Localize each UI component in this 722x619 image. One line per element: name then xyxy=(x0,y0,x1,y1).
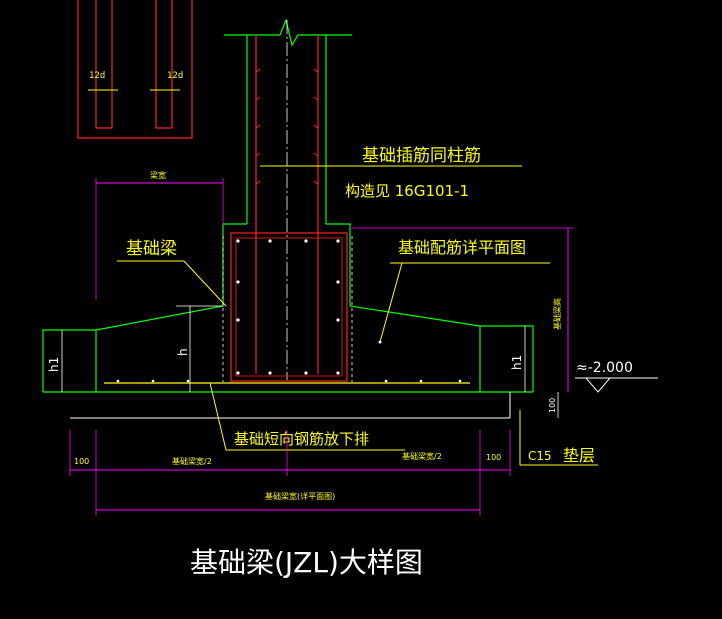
column-break-line xyxy=(224,18,352,47)
dim-h-left-label: h xyxy=(176,348,190,356)
column-dowel-label: 基础插筋同柱筋 xyxy=(362,146,481,166)
beam-longitudinal-bars xyxy=(236,239,340,375)
column-stirrup-ticks xyxy=(255,68,319,185)
annotations: 基础插筋同柱筋 构造见 16G101-1 基础梁 基础配筋详平面图 基础短向钢筋… xyxy=(117,146,658,466)
elevation-marker xyxy=(585,377,611,393)
short-bar-leader xyxy=(209,382,227,451)
lap-label-b: 12d xyxy=(167,71,183,81)
dim-half-left-label: 基础梁宽/2 xyxy=(172,456,212,466)
beam-section xyxy=(104,232,470,384)
dim-h1-right-label: h1 xyxy=(510,355,524,370)
dim-cushion-label: 100 xyxy=(548,398,557,413)
construction-ref-label: 构造见 16G101-1 xyxy=(345,182,469,200)
column xyxy=(224,18,352,380)
short-bar-label: 基础短向钢筋放下排 xyxy=(234,430,369,448)
beam-stirrup-outer xyxy=(230,232,348,382)
rebar-detail-leader-dot xyxy=(378,340,382,344)
lap-bar-left xyxy=(95,0,113,129)
foundation-beam-leader xyxy=(183,260,227,307)
dimensions: 梁宽 基础梁高 h1 h h1 100 100 基础梁宽/2 基础梁宽/2 10… xyxy=(47,170,574,516)
drawing-title: 基础梁(JZL)大样图 xyxy=(190,546,423,579)
footing-left-slope xyxy=(42,223,247,392)
dim-100-left-label: 100 xyxy=(74,457,89,466)
rebar-detail-leader xyxy=(379,262,403,343)
lap-outline xyxy=(77,0,193,139)
rebar-detail-label: 基础配筋详平面图 xyxy=(398,238,526,257)
dim-100-right-label: 100 xyxy=(486,453,501,462)
dim-h1-left-label: h1 xyxy=(47,357,61,372)
bottom-bar-dots xyxy=(116,379,462,383)
cushion-label: 垫层 xyxy=(563,446,595,465)
dim-beam-height-label: 基础梁高 xyxy=(552,298,562,330)
elevation-label: ≈-2.000 xyxy=(576,360,633,376)
cushion-grade-label: C15 xyxy=(528,449,552,463)
footing-right-slope xyxy=(326,223,534,392)
foundation-beam-label: 基础梁 xyxy=(126,239,177,259)
footing xyxy=(42,223,534,419)
dim-beam-width-label: 梁宽 xyxy=(150,170,166,180)
dim-half-right-label: 基础梁宽/2 xyxy=(402,451,442,461)
lap-detail: 12d 12d xyxy=(77,0,193,139)
beam-stirrup-inner xyxy=(235,237,343,377)
lap-label-a: 12d xyxy=(89,71,105,81)
dim-total-label: 基础梁宽(详平面图) xyxy=(265,491,335,501)
lap-bar-right xyxy=(155,0,173,129)
